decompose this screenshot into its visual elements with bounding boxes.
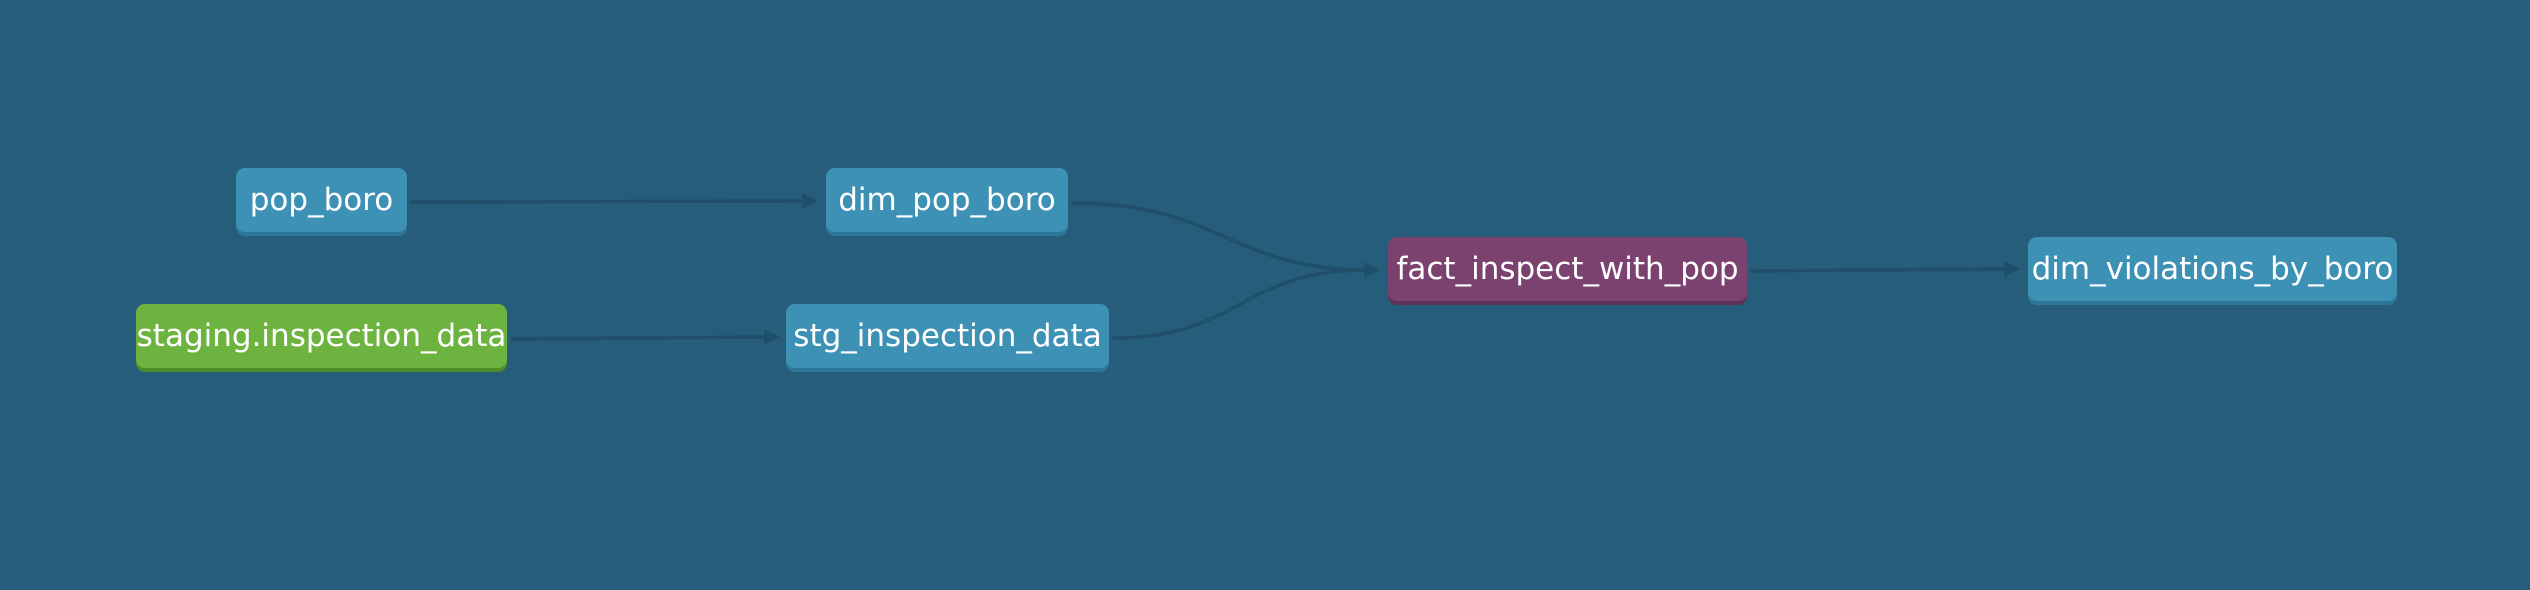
edge-staging-to-stg-inspection xyxy=(510,335,770,341)
node-dim-violations-by-boro[interactable]: dim_violations_by_boro xyxy=(2028,237,2397,301)
node-staging-inspection-data[interactable]: staging.inspection_data xyxy=(136,304,507,368)
arrow-head-icon xyxy=(1364,262,1380,278)
edge-pop-boro-to-dim-pop-boro xyxy=(410,199,808,204)
node-stg-inspection-data[interactable]: stg_inspection_data xyxy=(786,304,1109,368)
arrow-head-icon xyxy=(2004,261,2020,277)
node-fact-inspect-with-pop[interactable]: fact_inspect_with_pop xyxy=(1388,237,1747,301)
arrow-head-icon xyxy=(802,193,818,209)
arrow-head-icon xyxy=(764,329,780,345)
edge-stg-inspection-to-fact xyxy=(1112,268,1370,340)
node-dim-pop-boro[interactable]: dim_pop_boro xyxy=(826,168,1068,232)
edge-dim-pop-boro-to-fact xyxy=(1071,201,1370,272)
node-pop-boro[interactable]: pop_boro xyxy=(236,168,407,232)
edge-fact-to-dim-violations xyxy=(1750,267,2010,273)
